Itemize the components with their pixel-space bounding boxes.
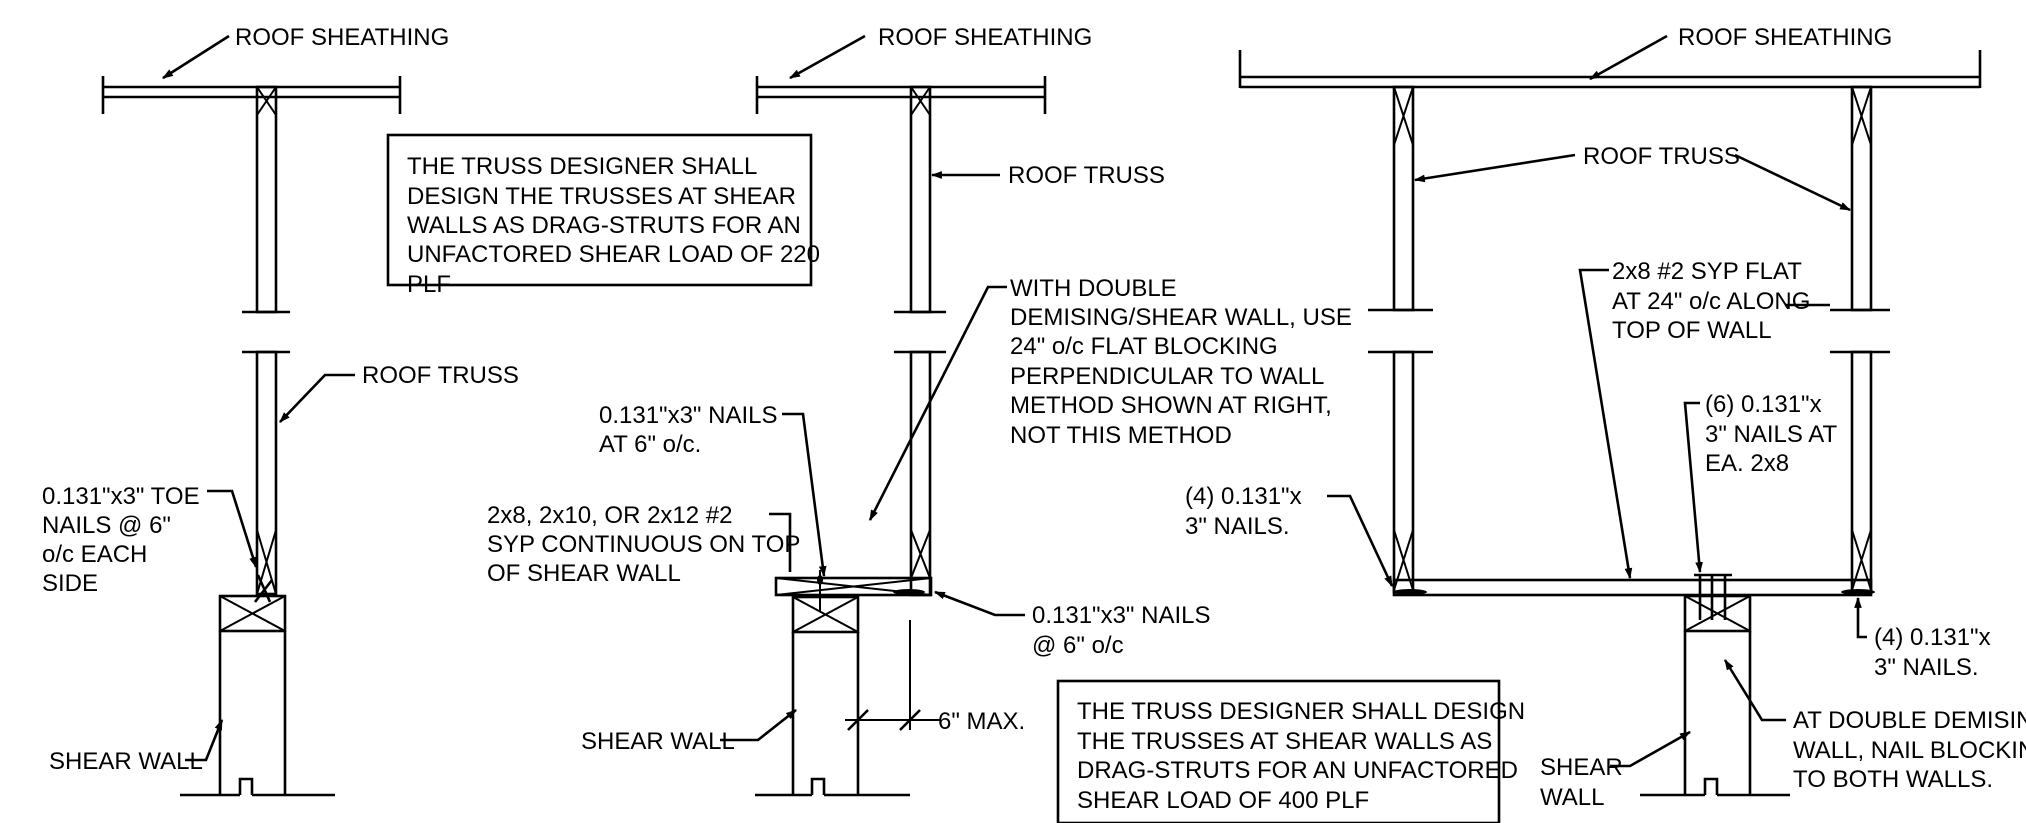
side-nails-label-line-1: 0.131"x3" NAILS: [1032, 602, 1210, 629]
note-220-line-3: WALLS AS DRAG-STRUTS FOR AN: [407, 212, 801, 239]
top-nails-label-line-1: 0.131"x3" NAILS: [599, 402, 777, 429]
note-220-line-1: THE TRUSS DESIGNER SHALL: [407, 153, 757, 180]
double-wall-note-line-5: METHOD SHOWN AT RIGHT,: [1010, 392, 1332, 419]
note-400-line-1: THE TRUSS DESIGNER SHALL DESIGN: [1077, 698, 1525, 725]
roof-truss-3-right: [1830, 85, 1890, 594]
detail-3: ROOF SHEATHING ROOF TRUSS 2x8 #2 SYP FLA…: [1185, 24, 2026, 811]
shear-wall-label-3-line-1: SHEAR: [1540, 754, 1623, 781]
double-wall-note-line-1: WITH DOUBLE: [1010, 275, 1177, 302]
continuous-top-member: [774, 570, 933, 612]
double-wall-note-line-6: NOT THIS METHOD: [1010, 422, 1232, 449]
note-220-line-2: DESIGN THE TRUSSES AT SHEAR: [407, 183, 796, 210]
detail-1: ROOF SHEATHING ROOF TRUSS 0.131"x3" TOE …: [42, 24, 820, 797]
shear-wall-2: [755, 595, 940, 797]
double-wall-label-line-3: TO BOTH WALLS.: [1793, 766, 1993, 793]
double-wall-note-line-4: PERPENDICULAR TO WALL: [1010, 363, 1324, 390]
roof-sheathing-2: [755, 76, 1047, 114]
shear-wall-label-2: SHEAR WALL: [581, 728, 735, 755]
continuous-member-label-line-2: SYP CONTINUOUS ON TOP: [487, 531, 800, 558]
continuous-member-label-line-1: 2x8, 2x10, OR 2x12 #2: [487, 502, 732, 529]
double-wall-note-line-2: DEMISING/SHEAR WALL, USE: [1010, 304, 1352, 331]
roof-truss-label-2: ROOF TRUSS: [1008, 162, 1165, 189]
note-220-line-5: PLF: [407, 271, 451, 298]
shear-wall-1: [180, 574, 335, 797]
flat-blocking: [1392, 573, 1875, 620]
shear-wall-label-3-line-2: WALL: [1540, 784, 1604, 811]
roof-truss-3-left: [1368, 85, 1433, 594]
toe-nails-label-line-2: NAILS @ 6": [42, 512, 171, 539]
toe-nails-label-line-3: o/c EACH: [42, 541, 147, 568]
note-400-line-3: DRAG-STRUTS FOR AN UNFACTORED: [1077, 757, 1518, 784]
detail-2: ROOF SHEATHING ROOF TRUSS WITH DOUBLE DE…: [487, 24, 1525, 823]
side-nails-label-line-2: @ 6" o/c: [1032, 632, 1124, 659]
note-box-220: THE TRUSS DESIGNER SHALL DESIGN THE TRUS…: [386, 133, 820, 298]
roof-sheathing-label-3: ROOF SHEATHING: [1678, 24, 1892, 51]
roof-truss-1: [242, 85, 290, 596]
note-box-400: THE TRUSS DESIGNER SHALL DESIGN THE TRUS…: [1056, 679, 1525, 823]
note-400-line-4: SHEAR LOAD OF 400 PLF: [1077, 787, 1369, 814]
max-dimension-label: 6" MAX.: [938, 708, 1025, 735]
right-nails-label-line-1: (4) 0.131"x: [1874, 624, 1991, 651]
roof-truss-label-3: ROOF TRUSS: [1583, 143, 1740, 170]
roof-sheathing-label-2: ROOF SHEATHING: [878, 24, 1092, 51]
continuous-member-label-line-3: OF SHEAR WALL: [487, 560, 681, 587]
flat-blocking-label-line-2: AT 24" o/c ALONG: [1612, 288, 1810, 315]
roof-sheathing-1: [101, 76, 402, 114]
double-wall-label-line-2: WALL, NAIL BLOCKING: [1793, 737, 2026, 764]
top-nails-label-line-2: AT 6" o/c.: [599, 431, 701, 458]
roof-truss-label-1: ROOF TRUSS: [362, 362, 519, 389]
flat-blocking-label-line-1: 2x8 #2 SYP FLAT: [1612, 258, 1802, 285]
toe-nails-label-line-1: 0.131"x3" TOE: [42, 483, 200, 510]
shear-wall-3: [1640, 594, 1790, 797]
note-220-line-4: UNFACTORED SHEAR LOAD OF 220: [407, 241, 820, 268]
note-400-line-2: THE TRUSSES AT SHEAR WALLS AS: [1077, 728, 1492, 755]
roof-truss-2: [894, 85, 946, 597]
double-wall-note-line-3: 24" o/c FLAT BLOCKING: [1010, 333, 1278, 360]
double-wall-label-line-1: AT DOUBLE DEMISING: [1793, 707, 2026, 734]
nails-each-label-line-2: 3" NAILS AT: [1705, 421, 1837, 448]
nails-each-label-line-1: (6) 0.131"x: [1705, 391, 1822, 418]
left-nails-label-line-2: 3" NAILS.: [1185, 513, 1290, 540]
toe-nails-label-line-4: SIDE: [42, 570, 98, 597]
nails-each-label-line-3: EA. 2x8: [1705, 450, 1789, 477]
roof-sheathing-label-1: ROOF SHEATHING: [235, 24, 449, 51]
right-nails-label-line-2: 3" NAILS.: [1874, 654, 1979, 681]
left-nails-label-line-1: (4) 0.131"x: [1185, 483, 1302, 510]
shear-wall-label-1: SHEAR WALL: [49, 748, 203, 775]
flat-blocking-label-line-3: TOP OF WALL: [1612, 317, 1772, 344]
